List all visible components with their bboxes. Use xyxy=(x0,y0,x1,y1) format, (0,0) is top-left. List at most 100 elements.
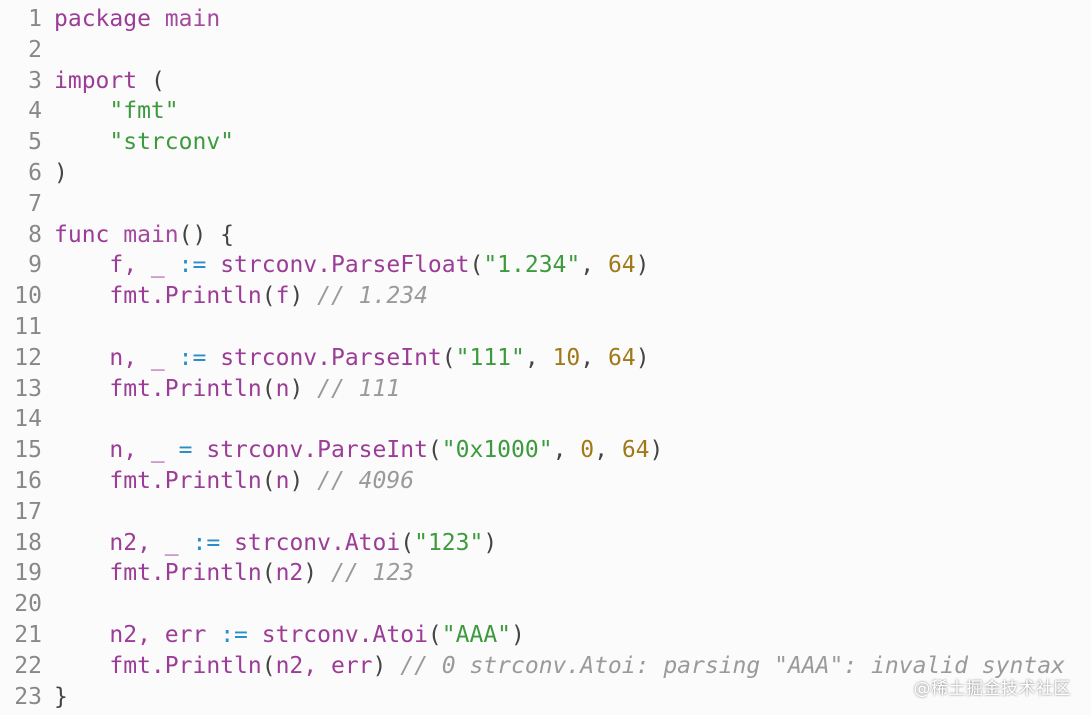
code-token: ( xyxy=(261,375,276,402)
watermark: @稀土掘金技术社区 xyxy=(913,679,1071,699)
code-line[interactable]: 12 n, _ := strconv.ParseInt("111", 10, 6… xyxy=(0,343,1091,374)
code-token xyxy=(54,622,109,648)
line-number: 4 xyxy=(28,98,42,125)
code-line[interactable]: 21 n2, err := strconv.Atoi("AAA") xyxy=(0,620,1091,651)
line-code: fmt.Println(f) // 1.234 xyxy=(54,281,1091,312)
code-token xyxy=(54,560,109,586)
code-line[interactable]: 15 n, _ = strconv.ParseInt("0x1000", 0, … xyxy=(0,435,1091,466)
code-token: n2, err xyxy=(275,652,373,679)
line-code xyxy=(54,497,1091,528)
code-token: } xyxy=(54,683,68,710)
code-line[interactable]: 23} xyxy=(0,682,1091,713)
code-line[interactable]: 7 xyxy=(0,189,1091,220)
code-token: n xyxy=(275,375,290,402)
code-token: ( xyxy=(400,529,415,556)
code-token: 0 xyxy=(580,437,595,464)
line-code: "strconv" xyxy=(54,127,1091,158)
code-token: ) xyxy=(635,252,650,279)
line-number: 6 xyxy=(28,159,42,186)
line-code xyxy=(54,189,1091,220)
code-token: () { xyxy=(178,221,235,248)
line-code: } xyxy=(54,682,1091,713)
line-number: 3 xyxy=(28,67,42,94)
line-number: 11 xyxy=(14,313,42,340)
code-token: fmt.Println xyxy=(109,283,262,310)
code-token xyxy=(109,222,123,248)
line-code xyxy=(54,589,1091,620)
code-line[interactable]: 10 fmt.Println(f) // 1.234 xyxy=(0,281,1091,312)
code-token: // 4096 xyxy=(317,467,415,494)
code-token xyxy=(206,252,220,278)
code-token: n, _ xyxy=(109,437,165,464)
code-token: ( xyxy=(427,621,442,648)
code-token: ) xyxy=(289,467,318,494)
line-number: 23 xyxy=(14,683,42,710)
code-token: // 111 xyxy=(317,375,401,402)
code-line[interactable]: 16 fmt.Println(n) // 4096 xyxy=(0,466,1091,497)
code-token: , xyxy=(594,437,622,464)
code-line[interactable]: 20 xyxy=(0,589,1091,620)
code-token: ) xyxy=(54,159,68,186)
code-token: strconv.Atoi xyxy=(234,529,401,556)
code-line[interactable]: 11 xyxy=(0,312,1091,343)
code-token: , xyxy=(580,252,608,279)
code-token: ) xyxy=(649,437,664,464)
code-line[interactable]: 19 fmt.Println(n2) // 123 xyxy=(0,558,1091,589)
code-token: n2 xyxy=(275,560,304,587)
code-token: "strconv" xyxy=(109,129,235,156)
code-token: , xyxy=(580,344,608,371)
code-token: ) xyxy=(483,529,498,556)
line-number: 22 xyxy=(14,652,42,679)
code-line[interactable]: 22 fmt.Println(n2, err) // 0 strconv.Ato… xyxy=(0,651,1091,682)
line-code xyxy=(54,35,1091,66)
line-code: f, _ := strconv.ParseFloat("1.234", 64) xyxy=(54,250,1091,281)
line-code: fmt.Println(n) // 111 xyxy=(54,374,1091,405)
code-token: strconv.Atoi xyxy=(261,621,428,648)
code-token: fmt.Println xyxy=(109,375,262,402)
code-token: n2, _ xyxy=(109,529,179,556)
code-token: "1.234" xyxy=(483,252,581,279)
code-line[interactable]: 14 xyxy=(0,404,1091,435)
code-line[interactable]: 18 n2, _ := strconv.Atoi("123") xyxy=(0,528,1091,559)
code-token xyxy=(206,345,220,371)
code-token xyxy=(54,653,109,679)
code-token xyxy=(54,530,109,556)
code-token: 64 xyxy=(621,437,650,464)
code-token: // 0 strconv.Atoi: parsing "AAA": invali… xyxy=(400,652,1065,679)
code-line[interactable]: 9 f, _ := strconv.ParseFloat("1.234", 64… xyxy=(0,250,1091,281)
line-code: import ( xyxy=(54,66,1091,97)
line-number: 19 xyxy=(14,560,42,587)
code-line[interactable]: 13 fmt.Println(n) // 111 xyxy=(0,374,1091,405)
code-token: n xyxy=(275,467,290,494)
code-token xyxy=(54,129,109,155)
code-token: ( xyxy=(469,252,484,279)
code-token: ( xyxy=(261,560,276,587)
code-token: := xyxy=(178,344,207,371)
code-token: main xyxy=(164,6,221,32)
code-token: ( xyxy=(427,437,442,464)
line-code: fmt.Println(n) // 4096 xyxy=(54,466,1091,497)
line-number: 17 xyxy=(14,498,42,525)
code-line[interactable]: 4 "fmt" xyxy=(0,96,1091,127)
code-line[interactable]: 6) xyxy=(0,158,1091,189)
line-number: 1 xyxy=(28,6,42,32)
code-token: ) xyxy=(289,375,318,402)
code-token: ( xyxy=(441,344,456,371)
code-line[interactable]: 2 xyxy=(0,35,1091,66)
line-code: n, _ = strconv.ParseInt("0x1000", 0, 64) xyxy=(54,435,1091,466)
code-token: // 123 xyxy=(330,560,415,587)
code-line[interactable]: 3 import ( xyxy=(0,66,1091,97)
code-token xyxy=(165,345,179,371)
code-line[interactable]: 17 xyxy=(0,497,1091,528)
code-token: fmt.Println xyxy=(109,467,262,494)
code-token: main xyxy=(123,221,179,248)
code-line[interactable]: 5 "strconv" xyxy=(0,127,1091,158)
code-token: = xyxy=(178,437,193,464)
line-number: 9 xyxy=(28,252,42,279)
code-token: ) xyxy=(635,344,650,371)
code-token: , xyxy=(552,437,581,464)
